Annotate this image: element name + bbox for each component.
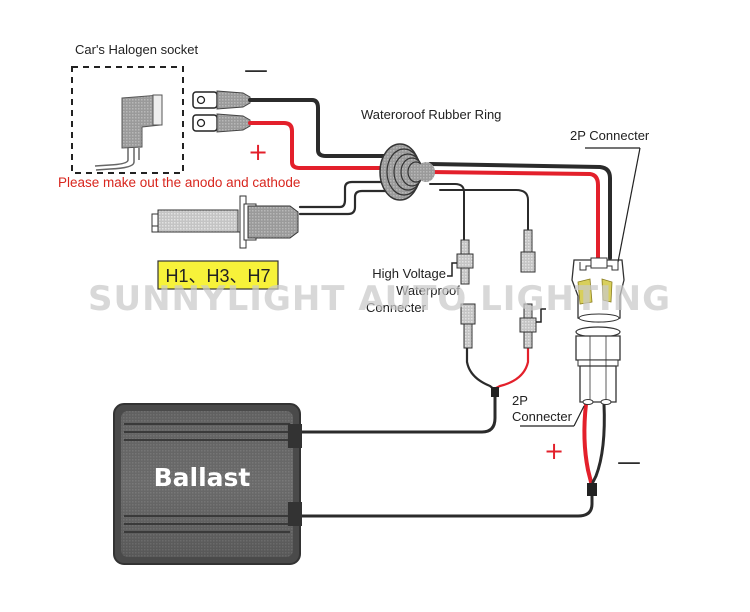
hv-connector-label-line3: Connecter	[366, 300, 427, 315]
waterproof-rubber-ring	[379, 143, 435, 201]
connector-2p-bottom-label-line2: Connecter	[512, 409, 573, 424]
hv-connector-lower-left	[460, 303, 476, 349]
wire-ring-to-hv-right	[439, 189, 529, 231]
wire-bulb-1	[298, 180, 390, 209]
wire-splice-sleeve	[587, 483, 597, 496]
halogen-socket-label: Car's Halogen socket	[75, 42, 199, 57]
wire-hv-lower-right	[494, 346, 530, 390]
hv-connector-lower-right	[519, 303, 546, 349]
hv-connector-label-line1: High Voltage	[372, 266, 446, 281]
hv-connector-label-line2: Waterproof	[396, 283, 460, 298]
bulb-type-tag: H1、H3、H7	[157, 260, 279, 290]
ballast: Ballast	[113, 403, 302, 565]
polarity-warning-text: Please make out the anodo and cathode	[58, 175, 300, 190]
y-splice-sleeve	[491, 387, 499, 397]
wire-2p-bottom-negative	[591, 402, 606, 484]
halogen-socket-icon	[94, 94, 163, 171]
wire-hv-to-ballast	[298, 394, 497, 434]
wire-2p-to-ballast	[298, 494, 594, 518]
positive-sign-bottom: +	[544, 437, 564, 465]
ring-terminal-positive	[192, 113, 251, 133]
ballast-port-top	[288, 424, 302, 448]
negative-sign-bottom: —	[617, 448, 641, 476]
ring-terminal-negative	[192, 90, 251, 110]
hv-connector-upper-left	[447, 239, 474, 285]
connector-2p-bottom-label-line1: 2P	[512, 393, 528, 408]
wire-hv-lower-left	[465, 346, 497, 392]
hv-connector-upper-right	[520, 229, 536, 273]
watermark-text: SUNNYLIGHT AUTO LIGHTING	[88, 279, 671, 319]
connector-2p-top	[571, 147, 641, 323]
wires	[248, 98, 612, 518]
halogen-socket	[71, 66, 184, 174]
connector-2p-top-label: 2P Connecter	[570, 128, 650, 143]
wire-ring-to-2p-negative	[428, 162, 612, 260]
ballast-port-bottom	[288, 502, 302, 526]
wire-socket-negative	[248, 98, 390, 158]
halogen-socket-frame	[71, 66, 184, 174]
wire-2p-bottom-positive	[582, 402, 593, 484]
wire-ring-to-2p-positive	[428, 170, 600, 260]
positive-sign-top: +	[248, 138, 268, 166]
bulb-type-label: H1、H3、H7	[165, 266, 270, 286]
hid-bulb	[151, 195, 299, 249]
ballast-label: Ballast	[154, 463, 251, 492]
rubber-ring-label: Wateroroof Rubber Ring	[361, 107, 501, 122]
wire-socket-positive	[248, 121, 390, 170]
negative-sign-top: —	[244, 56, 268, 84]
connector-2p-bottom	[520, 326, 621, 427]
wire-bulb-2	[298, 189, 390, 216]
wire-ring-to-hv-left	[429, 183, 465, 246]
